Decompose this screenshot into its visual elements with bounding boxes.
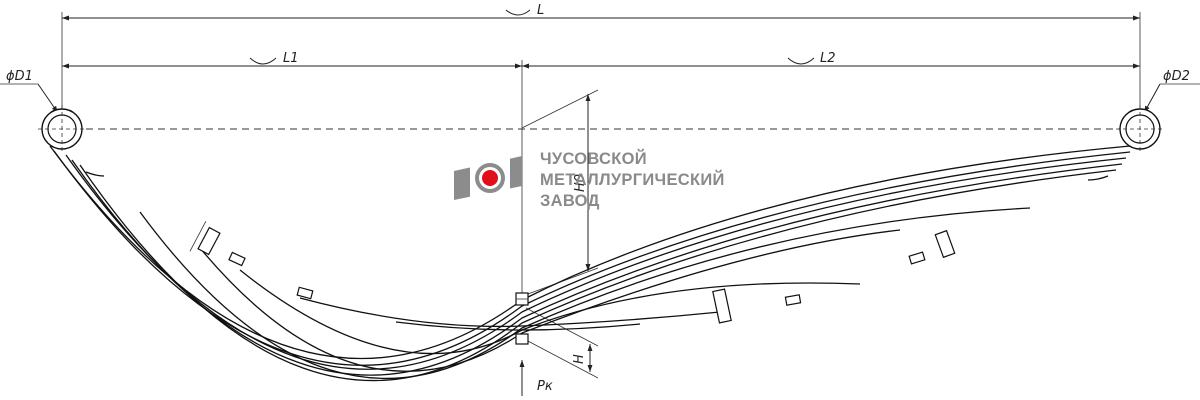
- left-clamp: [189, 221, 221, 256]
- label-L2: L2: [820, 51, 836, 66]
- arc-symbol-L2: [787, 57, 815, 65]
- far-right-clamp: [934, 229, 956, 259]
- logo-red-dot: [482, 170, 498, 186]
- logo-text-line-1: ЧУСОВСКОЙ: [540, 149, 647, 168]
- label-D2: ϕD2: [1163, 69, 1190, 84]
- label-D1: ϕD1: [6, 69, 33, 84]
- logo-text-line-3: ЗАВОД: [540, 192, 600, 210]
- spring-leaves: [49, 145, 1131, 382]
- center-bolt: [515, 292, 529, 345]
- left-eye: [38, 105, 86, 153]
- clamps: [189, 221, 956, 345]
- arc-symbol-L: [505, 9, 531, 16]
- logo-text-line-2: МЕТАЛЛУРГИЧЕСКИЙ: [540, 170, 725, 189]
- label-L: L: [537, 3, 544, 18]
- right-eye: [1116, 105, 1164, 153]
- label-H0: H0: [573, 174, 588, 192]
- right-clamp: [712, 288, 732, 324]
- arc-symbol-L1: [249, 57, 277, 65]
- dimension-lines: L L1 L2 ϕD1 ϕD2 H0 H Pк: [0, 3, 1200, 396]
- company-logo: ЧУСОВСКОЙ МЕТАЛЛУРГИЧЕСКИЙ ЗАВОД: [454, 149, 725, 210]
- label-Pk: Pк: [537, 379, 553, 394]
- label-L1: L1: [283, 51, 299, 66]
- label-H: H: [572, 354, 587, 364]
